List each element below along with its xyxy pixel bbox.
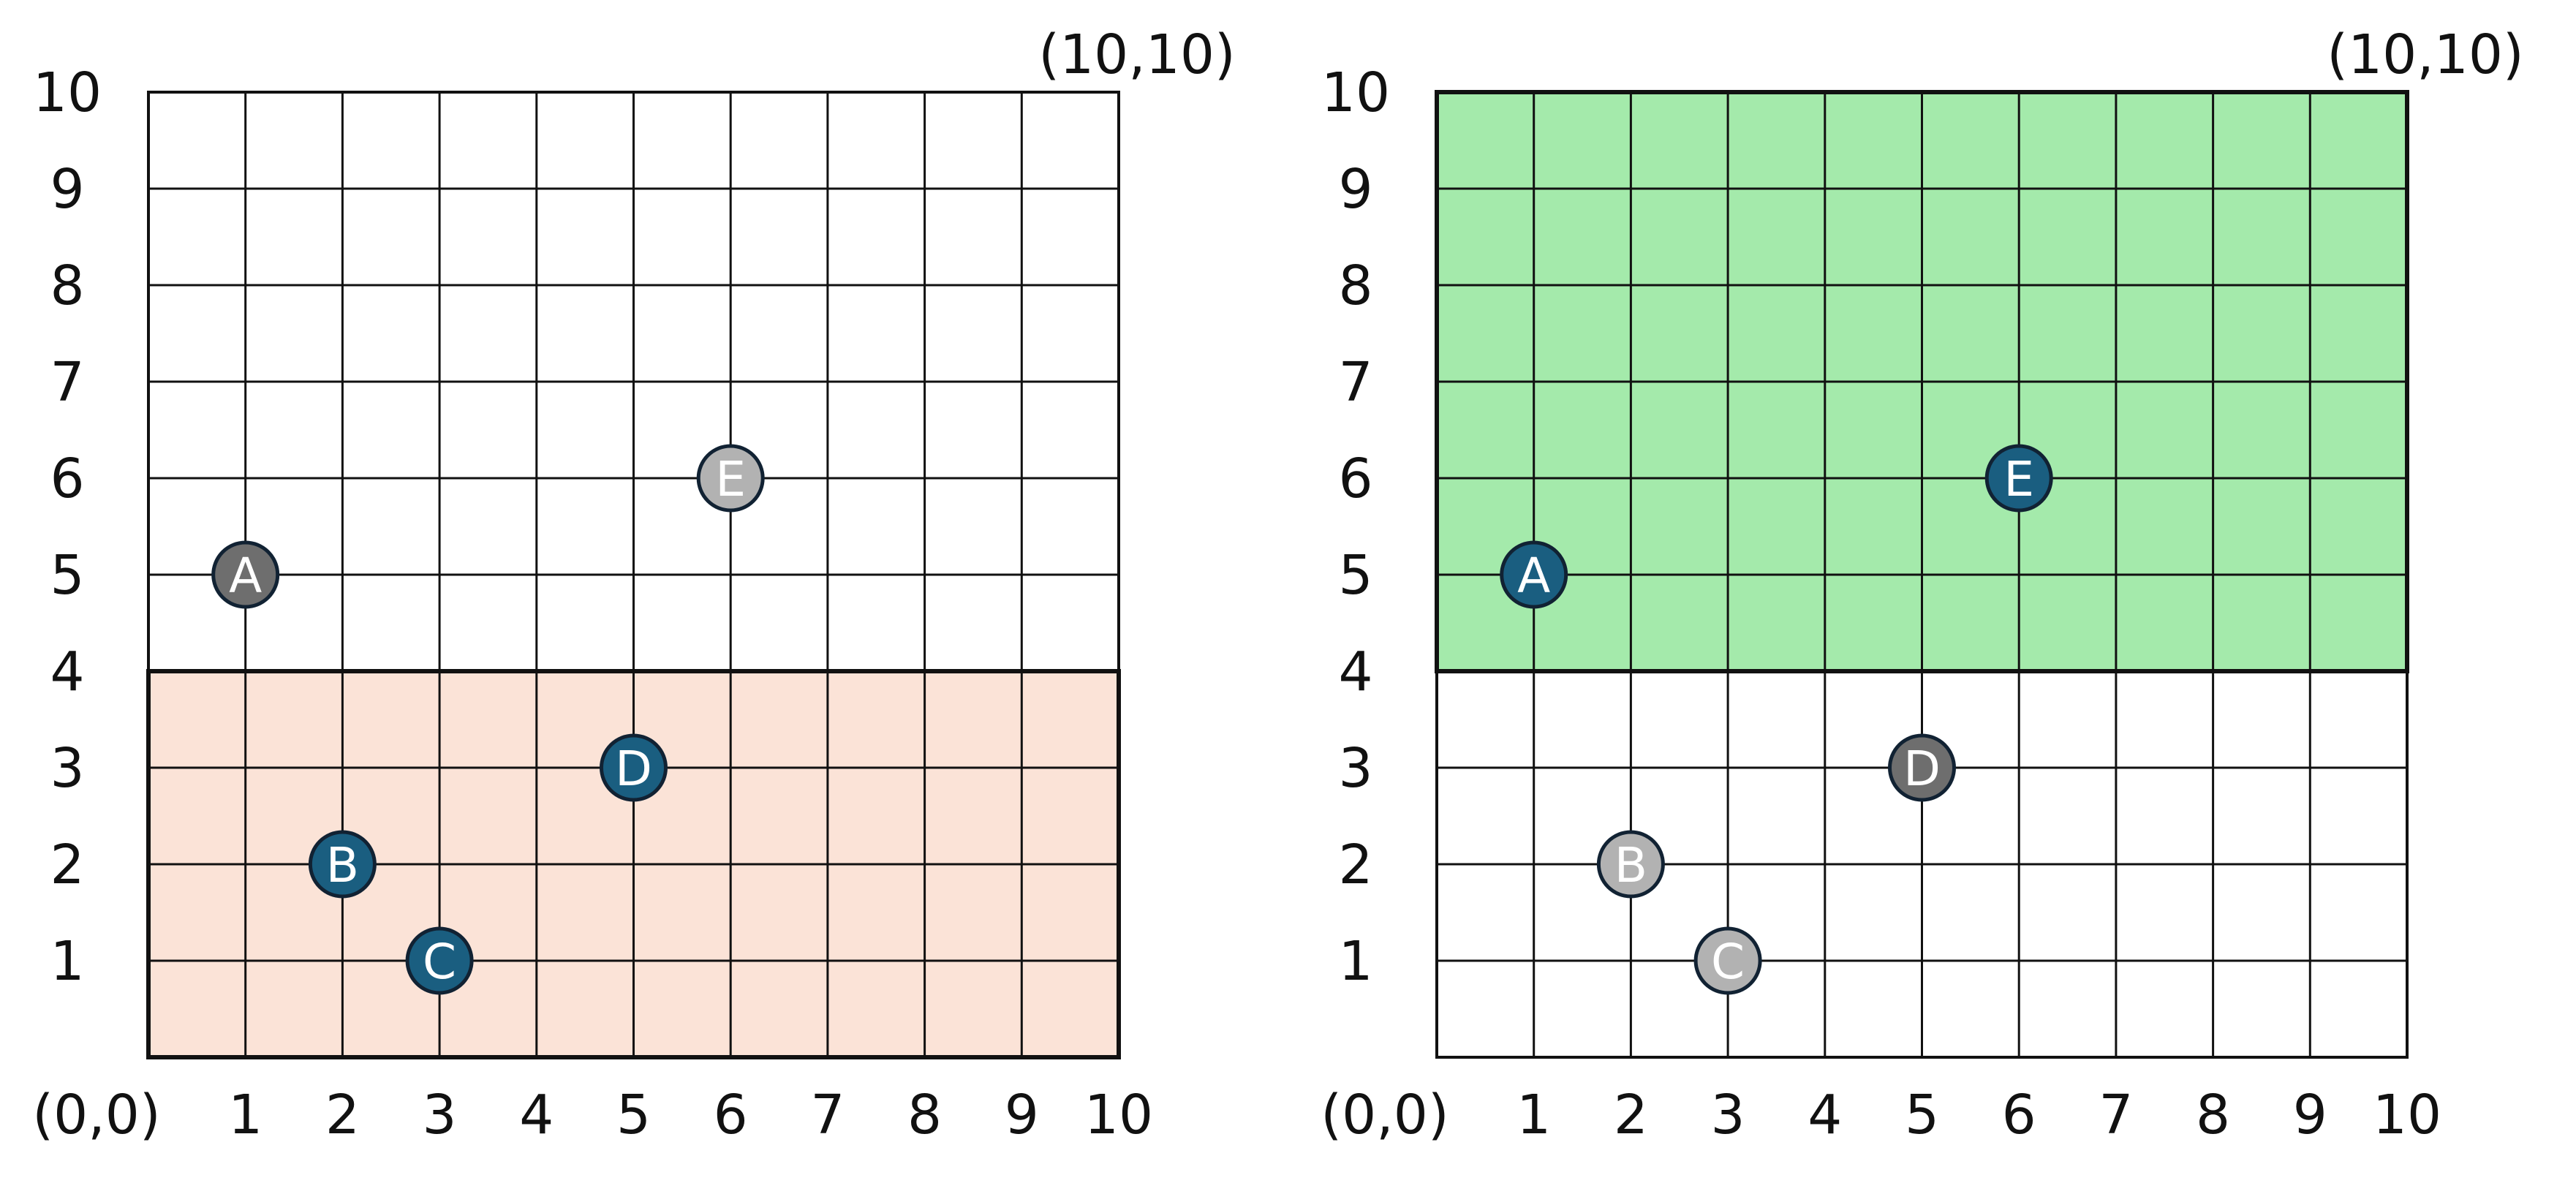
origin-label: (0,0) [32,1084,160,1146]
x-tick-label: 4 [1808,1084,1842,1146]
x-tick-label: 5 [1905,1084,1939,1146]
y-tick-label: 10 [1321,61,1390,124]
point-a-marker [211,540,280,609]
max-corner-label: (10,10) [1038,23,1236,86]
y-tick-label: 4 [50,640,84,703]
point-e-marker [696,444,765,513]
point-b-label: B [326,837,359,893]
y-tick-label: 9 [50,158,84,221]
y-tick-label: 10 [33,61,102,124]
y-tick-label: 7 [50,351,84,414]
point-c-label: C [1711,934,1745,990]
x-tick-label: 3 [423,1084,457,1146]
x-tick-label: 9 [1005,1084,1039,1146]
x-tick-label: 5 [616,1084,651,1146]
point-a-label: A [229,548,262,604]
x-tick-label: 3 [1711,1084,1745,1146]
y-tick-label: 6 [1338,447,1372,510]
y-tick-label: 9 [1338,158,1372,221]
right-grid-chart: 1 2 3 4 5 6 7 8 9 10 1 2 3 4 5 6 7 8 9 10 (0,0) (10,10) A B C D E [1321,23,2524,1146]
y-tick-label: 2 [1338,834,1372,896]
x-tick-label: 1 [228,1084,262,1146]
point-b-label: B [1614,837,1647,893]
y-tick-label: 7 [1338,351,1372,414]
y-tick-label: 3 [50,737,84,800]
max-corner-label: (10,10) [2327,23,2524,86]
x-tick-label: 2 [325,1084,360,1146]
y-tick-label: 8 [1338,254,1372,317]
x-tick-label: 7 [2099,1084,2133,1146]
point-d-label: D [615,741,652,797]
point-a-marker [1500,540,1568,609]
point-c-marker [405,926,474,995]
point-d-marker [1888,733,1956,802]
grid-border [1435,91,2409,1059]
y-tick-label: 4 [1338,640,1372,703]
point-a-label: A [1517,548,1550,604]
point-c-marker [1693,926,1762,995]
point-d-label: D [1903,741,1941,797]
x-tick-label: 10 [1084,1084,1153,1146]
x-tick-label: 8 [2196,1084,2230,1146]
x-tick-label: 10 [2373,1084,2441,1146]
point-e-label: E [715,451,746,507]
grid-border [147,91,1120,1059]
y-tick-label: 2 [50,834,84,896]
point-e-marker [1984,444,2053,513]
y-tick-label: 8 [50,254,84,317]
point-b-marker [1596,830,1665,899]
x-tick-label: 2 [1614,1084,1648,1146]
x-tick-label: 8 [907,1084,942,1146]
point-b-marker [308,830,377,899]
y-tick-label: 3 [1338,737,1372,800]
x-tick-label: 4 [519,1084,554,1146]
x-tick-label: 6 [2002,1084,2036,1146]
x-tick-label: 9 [2293,1084,2327,1146]
x-tick-label: 1 [1516,1084,1551,1146]
right-grid-panel: 1 2 3 4 5 6 7 8 9 10 1 2 3 4 5 6 7 8 9 10 (0,0) (10,10) A B C D E [1288,0,2576,1183]
y-tick-label: 6 [50,447,84,510]
y-tick-label: 1 [1338,930,1372,993]
point-e-label: E [2003,451,2034,507]
x-tick-label: 7 [810,1084,845,1146]
point-d-marker [600,733,668,802]
origin-label: (0,0) [1321,1084,1448,1146]
point-c-label: C [423,934,456,990]
y-tick-label: 5 [1338,544,1372,607]
y-tick-label: 5 [50,544,84,607]
x-tick-label: 6 [714,1084,748,1146]
y-tick-label: 1 [50,930,84,993]
